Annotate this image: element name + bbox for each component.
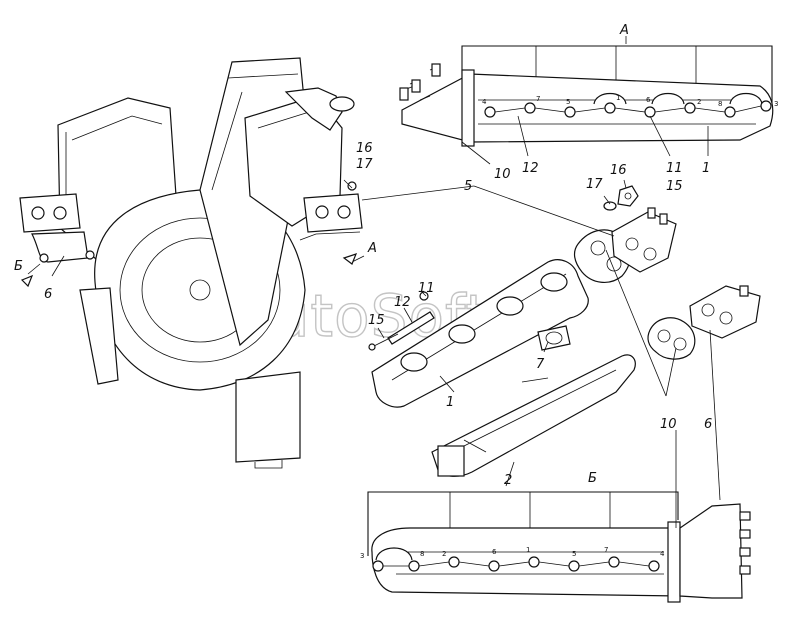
leader-lines <box>27 36 721 528</box>
callout-15-parts: 15 <box>368 313 385 328</box>
callout-11-parts: 11 <box>418 281 435 296</box>
bolt-order-b-4: 6 <box>492 548 497 556</box>
callout-7-parts: 7 <box>536 357 545 372</box>
callout-1-top: 1 <box>702 161 710 176</box>
callout-10-parts: 10 <box>660 417 677 432</box>
bolt-order-b-2: 8 <box>420 550 424 558</box>
bolt-order-b-3: 2 <box>442 550 446 558</box>
view-a-detail: 4 7 5 1 6 2 8 3 <box>399 45 778 147</box>
callout-5: 5 <box>464 179 472 194</box>
bolt-order-b-8: 4 <box>660 550 665 558</box>
bolt-row-a: 4 7 5 1 6 2 8 3 <box>482 94 778 118</box>
bolt-order-a-5: 6 <box>646 96 651 104</box>
callout-1-parts: 1 <box>446 395 454 410</box>
bolt-order-a-7: 8 <box>718 100 722 108</box>
bolt-order-b-1: 3 <box>360 552 364 560</box>
bolt-order-a-1: 4 <box>482 98 487 106</box>
view-label-b: Б <box>588 471 597 486</box>
callout-10-top: 10 <box>494 167 511 182</box>
callout-6-parts: 6 <box>704 417 712 432</box>
bolt-order-b-7: 7 <box>604 546 608 554</box>
callout-2-parts: 2 <box>504 473 512 488</box>
view-arrow-label-a: А <box>367 241 377 256</box>
callout-17-engine: 17 <box>356 157 373 172</box>
view-b-detail: 3 8 2 6 1 5 7 4 <box>360 491 751 603</box>
exploded-parts <box>368 185 761 477</box>
bolt-order-a-4: 1 <box>616 94 620 102</box>
callout-12-parts: 12 <box>394 295 411 310</box>
callout-11-top: 11 <box>666 161 683 176</box>
engine-assembly <box>19 57 363 469</box>
callout-16-parts: 16 <box>610 163 627 178</box>
callout-17-parts: 17 <box>586 177 603 192</box>
callout-6-engine: 6 <box>44 287 52 302</box>
callout-15-top: 15 <box>666 179 683 194</box>
bolt-order-a-6: 2 <box>697 98 701 106</box>
view-arrows <box>20 253 358 288</box>
callout-16-engine: 16 <box>356 141 373 156</box>
bolt-order-a-3: 5 <box>566 98 570 106</box>
bolt-row-b: 3 8 2 6 1 5 7 4 <box>360 546 665 572</box>
bolt-order-b-6: 5 <box>572 550 576 558</box>
bolt-order-b-5: 1 <box>526 546 530 554</box>
bolt-order-a-8: 3 <box>774 100 778 108</box>
callout-12-top: 12 <box>522 161 539 176</box>
view-arrow-label-b: Б <box>14 259 23 274</box>
view-label-a: А <box>619 23 629 38</box>
bolt-order-a-2: 7 <box>536 95 540 103</box>
callouts: А Б А Б 10 12 11 15 1 5 16 17 6 16 17 11… <box>14 23 712 488</box>
